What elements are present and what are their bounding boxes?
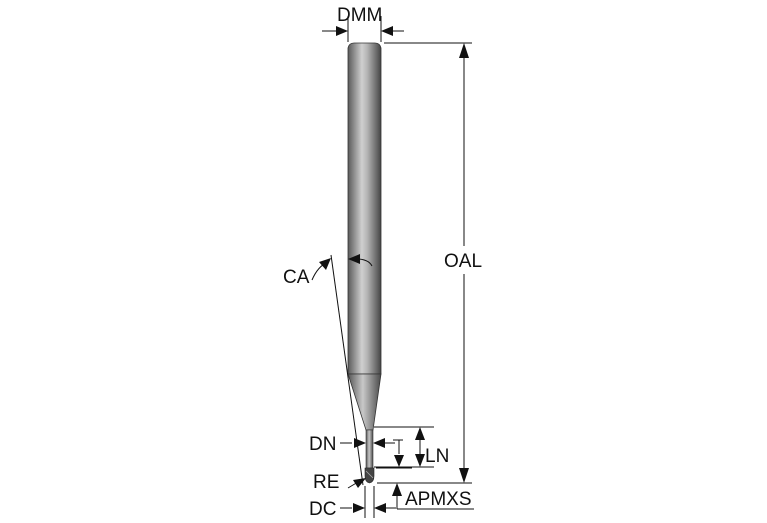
oal-arrow-bottom [459, 468, 469, 483]
dc-dimension: DC [309, 486, 396, 520]
ln-arrow-bottom [415, 454, 425, 467]
apmxs-arrow [392, 483, 402, 496]
dn-dimension: DN [309, 434, 395, 455]
re-dimension: RE [313, 472, 366, 493]
tool-shank [347, 42, 382, 375]
oal-arrow-top [459, 43, 469, 58]
dmm-label: DMM [337, 5, 382, 26]
dmm-arrow-right [381, 26, 393, 36]
dc-arrow-right [374, 503, 386, 513]
dmm-dimension: DMM [322, 5, 404, 42]
ca-dimension: CA [283, 254, 373, 486]
apmxs-dimension: APMXS [376, 467, 474, 510]
ca-reference-line [330, 254, 364, 486]
apmxs-label: APMXS [405, 489, 472, 510]
dc-label: DC [309, 499, 336, 520]
tool-neck [365, 429, 374, 469]
tool-cutting-head [364, 467, 375, 484]
ca-arc-arrow [348, 254, 360, 264]
ln-label: LN [425, 446, 449, 467]
dc-arrow-left [353, 503, 365, 513]
ca-label: CA [283, 267, 310, 288]
ln-dimension: LN [374, 426, 449, 468]
dn-label: DN [309, 434, 336, 455]
ln-arrow-top [415, 427, 425, 440]
re-arrow [353, 478, 366, 488]
tool-flute-line [365, 470, 374, 479]
re-label: RE [313, 472, 339, 493]
end-mill-tool [347, 42, 382, 484]
oal-label: OAL [444, 251, 482, 272]
ln-inner-arrow [394, 455, 404, 467]
oal-dimension: OAL [377, 42, 482, 484]
tool-taper [347, 373, 382, 431]
dmm-arrow-left [336, 26, 348, 36]
ca-arrow [319, 258, 331, 270]
dn-arrow-right [373, 438, 385, 448]
dn-arrow-left [354, 438, 366, 448]
